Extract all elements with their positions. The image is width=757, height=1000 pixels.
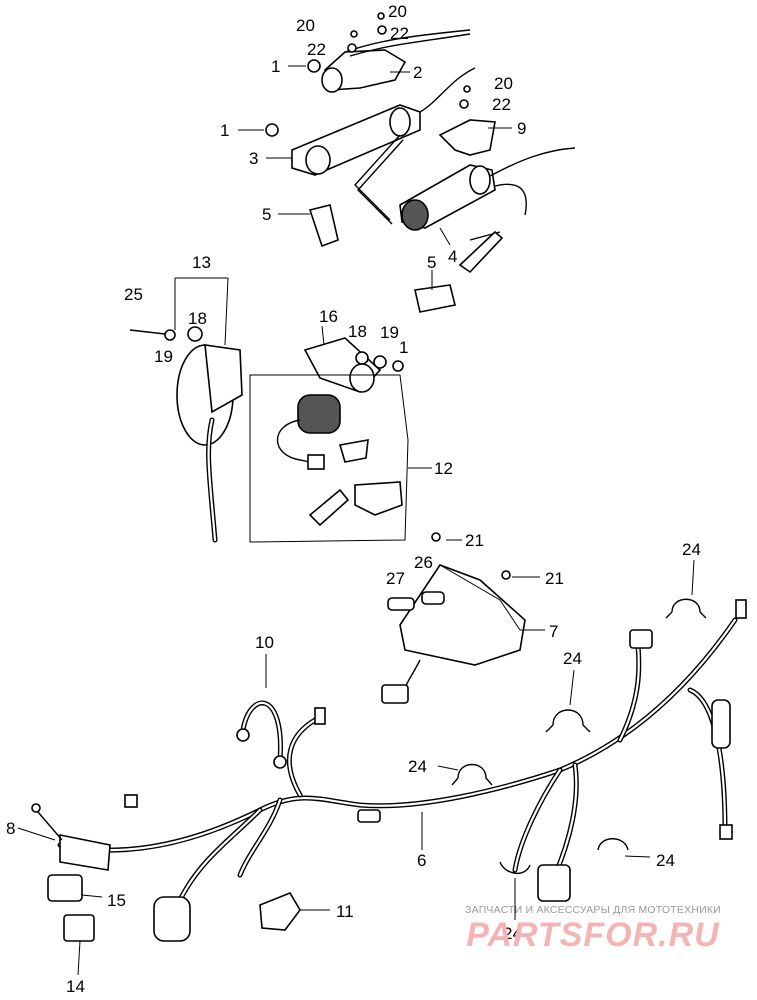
callout-4: 4 (448, 247, 457, 266)
callout-7: 7 (549, 622, 558, 641)
watermark-caption: ЗАПЧАСТИ И АКСЕССУАРЫ ДЛЯ МОТОТЕХНИКИ (465, 904, 721, 916)
callout-12: 12 (434, 459, 453, 478)
callout-15: 15 (107, 891, 126, 910)
callout-22: 22 (492, 95, 511, 114)
ignition-switch-set (249, 325, 432, 543)
callout-5: 5 (262, 205, 271, 224)
callout-8: 8 (6, 819, 15, 838)
callout-20: 20 (388, 2, 407, 21)
watermark: ЗАПЧАСТИ И АКСЕССУАРЫ ДЛЯ МОТОТЕХНИКИ PA… (443, 904, 743, 954)
callout-16: 16 (319, 307, 338, 326)
callout-24: 24 (408, 757, 427, 776)
fuse-box (381, 532, 545, 704)
ground-cable (236, 654, 287, 769)
callout-13: 13 (192, 253, 211, 272)
callout-18: 18 (188, 309, 207, 328)
callout-labels: 20 20 22 22 1 2 20 22 1 9 3 5 4 5 13 25 … (6, 2, 701, 996)
callout-10: 10 (255, 633, 274, 652)
callout-24: 24 (503, 924, 522, 943)
callout-24: 24 (563, 649, 582, 668)
callout-9: 9 (517, 119, 526, 138)
callout-1: 1 (271, 57, 280, 76)
callout-6: 6 (417, 851, 426, 870)
callout-5: 5 (427, 253, 436, 272)
callout-19: 19 (380, 323, 399, 342)
callout-20: 20 (494, 74, 513, 93)
callout-3: 3 (249, 149, 258, 168)
callout-14: 14 (66, 977, 85, 996)
callout-11: 11 (336, 902, 354, 921)
pulse-generator (129, 277, 243, 543)
relays-and-switches (47, 874, 330, 976)
callout-25: 25 (124, 285, 143, 304)
watermark-logo: PARTSFOR.RU (466, 916, 720, 954)
callout-22: 22 (390, 24, 409, 43)
callout-21: 21 (545, 569, 564, 588)
wire-harness (17, 599, 747, 942)
callout-2: 2 (413, 63, 422, 82)
callout-24: 24 (656, 851, 675, 870)
callout-18: 18 (348, 322, 367, 341)
callout-27: 27 (386, 569, 405, 588)
callout-26: 26 (414, 553, 433, 572)
callout-20: 20 (296, 16, 315, 35)
callout-1: 1 (220, 121, 229, 140)
callout-22: 22 (307, 40, 326, 59)
harness-clamps (437, 559, 707, 920)
callout-24: 24 (682, 540, 701, 559)
callout-1: 1 (399, 338, 408, 357)
callout-19: 19 (154, 347, 173, 366)
ignition-coil-assembly (238, 12, 576, 313)
callout-21: 21 (465, 531, 484, 550)
